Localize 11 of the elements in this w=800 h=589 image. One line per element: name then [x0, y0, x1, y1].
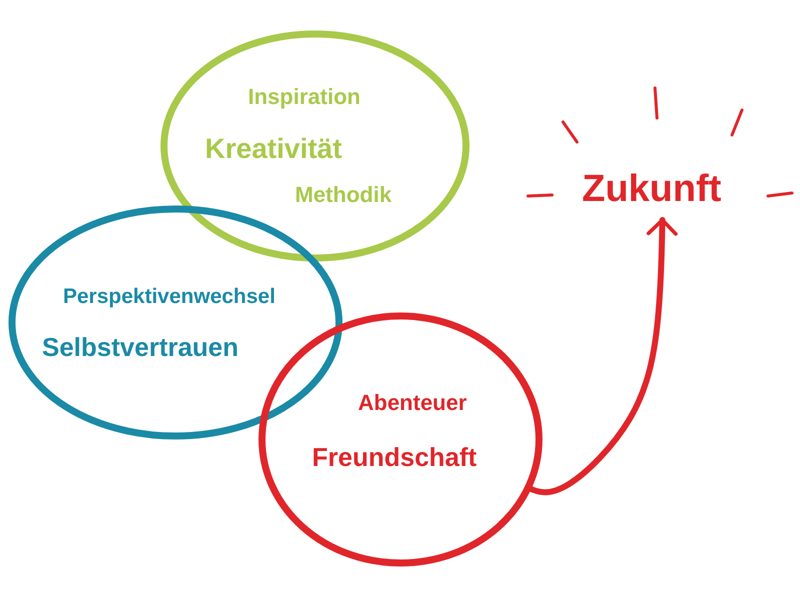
hand-drawn-circle	[8, 205, 343, 440]
circle-label: Methodik	[295, 182, 392, 208]
heading-text: Zukunft	[582, 168, 744, 216]
circle-label: Perspektivenwechsel	[63, 285, 276, 310]
circle-label: Inspiration	[248, 84, 360, 110]
hand-drawn-circle	[258, 312, 543, 567]
circle-label: Abenteuer	[358, 390, 467, 416]
circle-label: Kreativität	[205, 133, 342, 166]
circle-label: Selbstvertrauen	[42, 333, 239, 363]
hand-drawn-circle	[160, 30, 470, 262]
circle-label: Freundschaft	[312, 443, 477, 473]
